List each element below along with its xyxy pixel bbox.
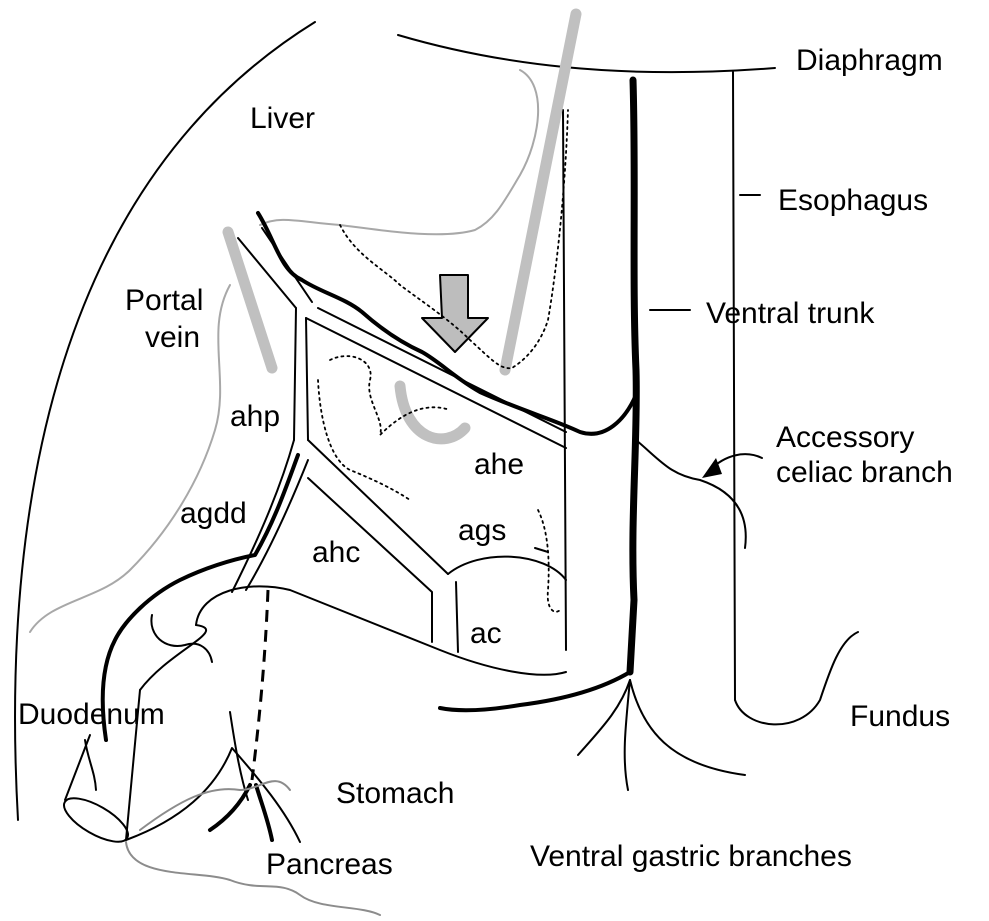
esophagus-left-wall (563, 110, 566, 650)
omentum-upper-edge-a (306, 318, 566, 448)
ligament-line-b (262, 228, 312, 302)
short-tick (535, 548, 548, 552)
dotted-nerve-right (538, 510, 560, 612)
gastric-branch-1 (440, 672, 630, 710)
direction-arrow-icon (422, 275, 488, 352)
gastric-branch-4 (630, 680, 745, 775)
dashed-gastroduodenal-line (252, 590, 268, 780)
label-ahe: ahe (474, 448, 524, 481)
label-diaphragm: Diaphragm (796, 44, 943, 77)
ahp-right-wall (306, 318, 308, 440)
label-ahp: ahp (230, 400, 280, 433)
duodenum-tube-upper (65, 735, 90, 800)
duodenum-opening (58, 790, 134, 850)
stomach-lesser-curvature (196, 586, 566, 674)
label-fundus: Fundus (850, 700, 950, 733)
diaphragm-outline (398, 35, 775, 72)
liver-lobe-outline (260, 70, 538, 234)
agdd-wall-b (246, 460, 308, 590)
label-accessory-2: celiac branch (776, 456, 953, 489)
ac-left-wall (456, 582, 458, 652)
ventral-trunk-nerve (630, 80, 636, 672)
label-stomach: Stomach (336, 777, 454, 810)
esophagus-right-wall (733, 72, 735, 700)
label-ahc: ahc (312, 536, 360, 569)
pancreatic-nerve (210, 785, 250, 830)
gastric-branch-3 (625, 680, 630, 790)
duodenal-nerve-twig (85, 740, 96, 790)
fundus-outline (735, 632, 858, 724)
ahp-left-wall (294, 308, 296, 440)
label-pancreas: Pancreas (266, 848, 393, 881)
duodenal-nerve-branch (151, 615, 212, 662)
label-portal-vein-1: Portal (125, 284, 203, 317)
retractor-instrument (505, 14, 576, 370)
accessory-pointer-head (702, 458, 722, 478)
label-esophagus: Esophagus (778, 184, 928, 217)
label-ags: ags (458, 514, 506, 547)
label-ventral-trunk: Ventral trunk (706, 297, 875, 330)
label-duodenum: Duodenum (18, 698, 165, 731)
label-ac: ac (470, 617, 502, 650)
stomach-upper-outline (140, 625, 206, 690)
dotted-nerve-inner (330, 356, 450, 435)
label-agdd: agdd (180, 497, 247, 530)
label-liver: Liver (250, 102, 315, 135)
label-ventral-gastric-branches: Ventral gastric branches (530, 840, 852, 873)
label-accessory-1: Accessory (776, 421, 914, 454)
label-portal-vein-2: vein (145, 321, 200, 354)
